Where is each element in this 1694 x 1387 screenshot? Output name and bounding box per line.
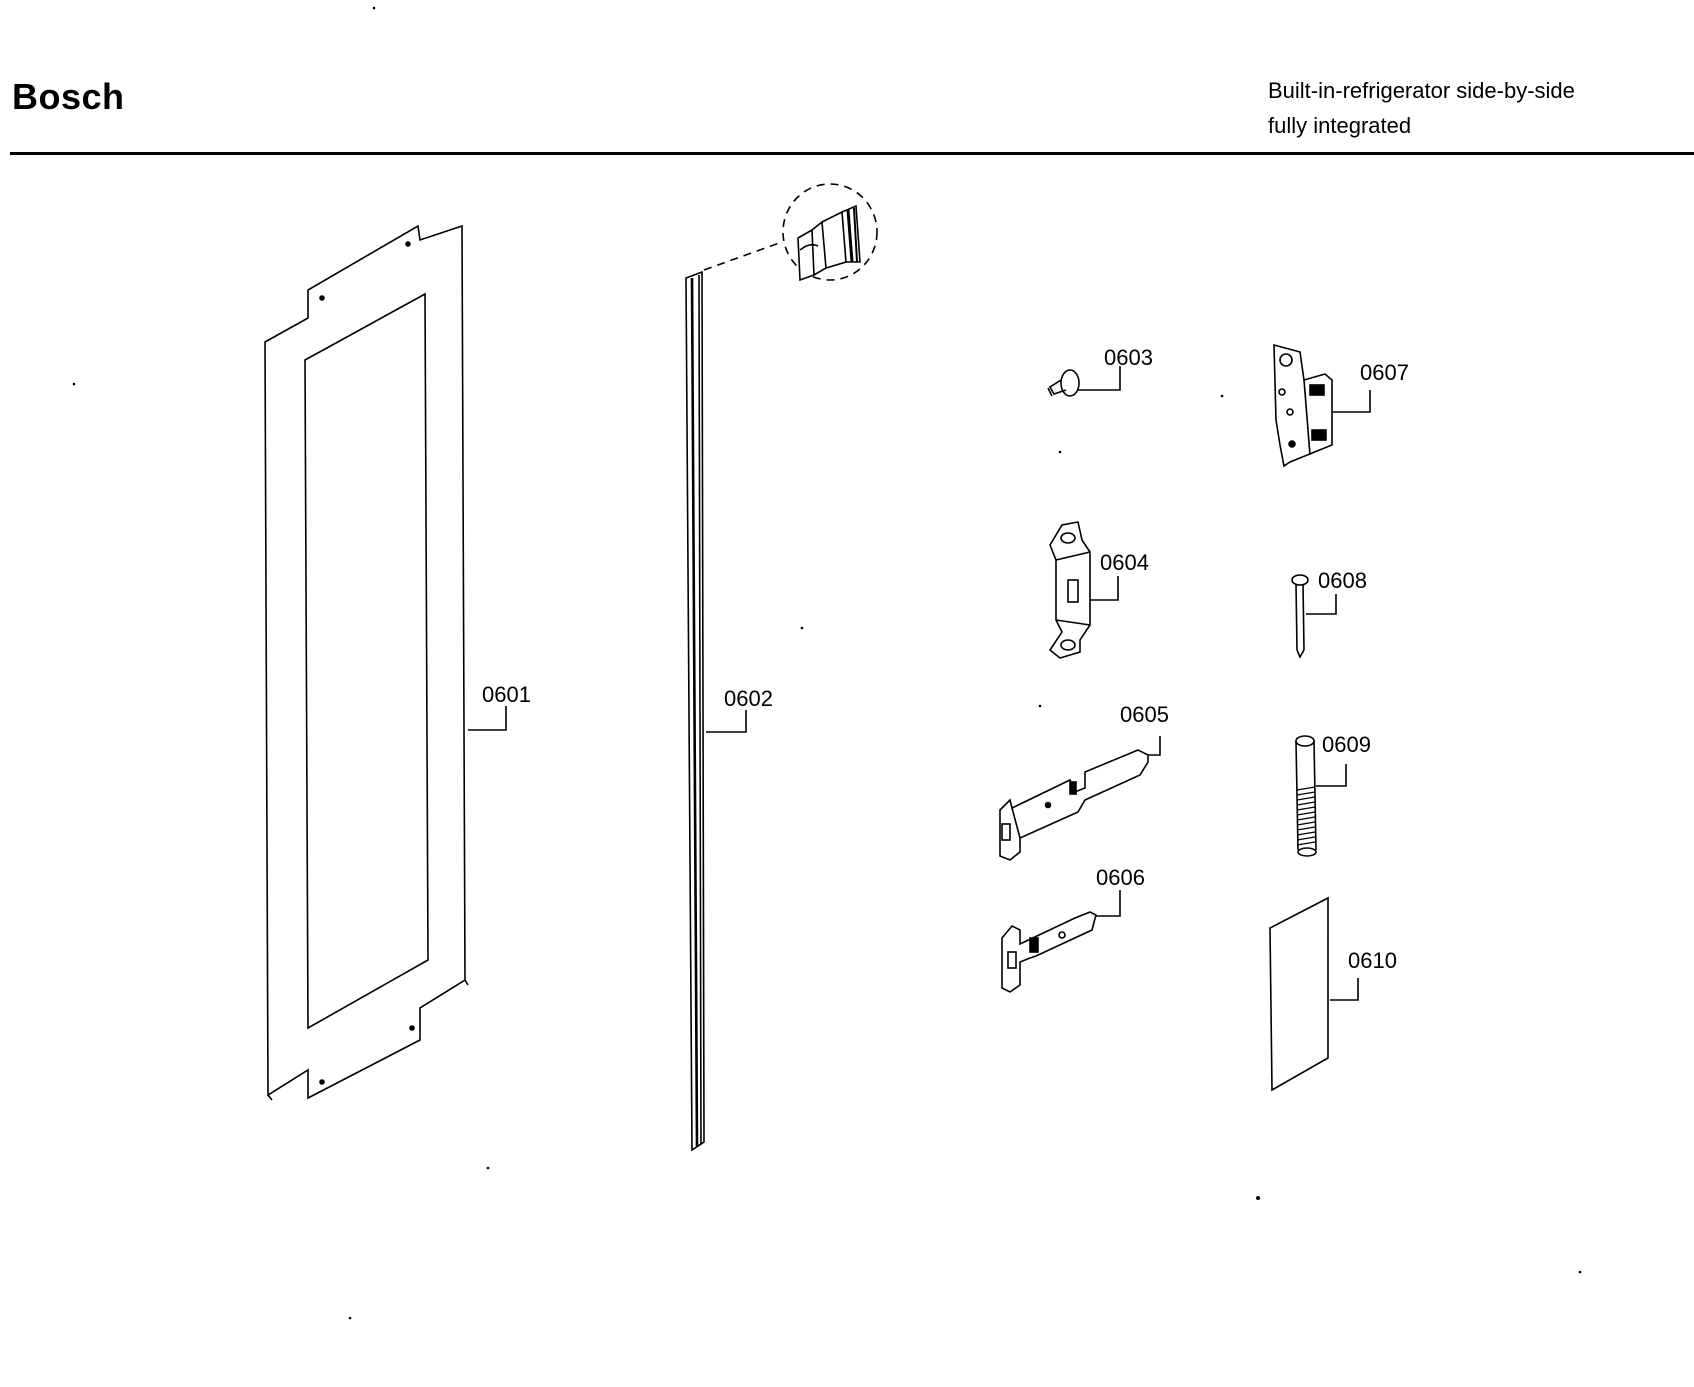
label-0601: 0601 xyxy=(482,682,531,707)
part-0601-door-frame xyxy=(264,224,469,1101)
leader-0601 xyxy=(468,706,507,731)
part-0605-hinge-plate xyxy=(999,736,1161,861)
part-0607-hinge-bracket xyxy=(1273,343,1371,468)
part-0610-sheet xyxy=(1269,896,1359,1092)
label-0606: 0606 xyxy=(1096,865,1145,890)
label-0609: 0609 xyxy=(1322,732,1371,757)
product-subtitle-line2: fully integrated xyxy=(1268,113,1412,138)
leader-0602 xyxy=(706,710,747,733)
label-0604: 0604 xyxy=(1100,550,1149,575)
header-rule xyxy=(10,152,1694,155)
product-subtitle-line1: Built-in-refrigerator side-by-side xyxy=(1268,78,1575,103)
label-0610: 0610 xyxy=(1348,948,1397,973)
label-0603: 0603 xyxy=(1104,345,1153,370)
label-0605: 0605 xyxy=(1120,702,1169,727)
label-0608: 0608 xyxy=(1318,568,1367,593)
part-0603-plug-pin xyxy=(1047,366,1121,397)
part-0609-threaded-bolt xyxy=(1295,735,1347,857)
brand-title: Bosch xyxy=(12,76,125,117)
part-0602-seal-strip xyxy=(685,183,878,1152)
label-0607: 0607 xyxy=(1360,360,1409,385)
part-0606-hinge-plate-short xyxy=(1001,890,1121,993)
part-0604-bracket xyxy=(1048,521,1119,659)
label-0602: 0602 xyxy=(724,686,773,711)
seal-detail-icon xyxy=(797,204,861,282)
part-0608-nail-pin xyxy=(1291,574,1337,659)
